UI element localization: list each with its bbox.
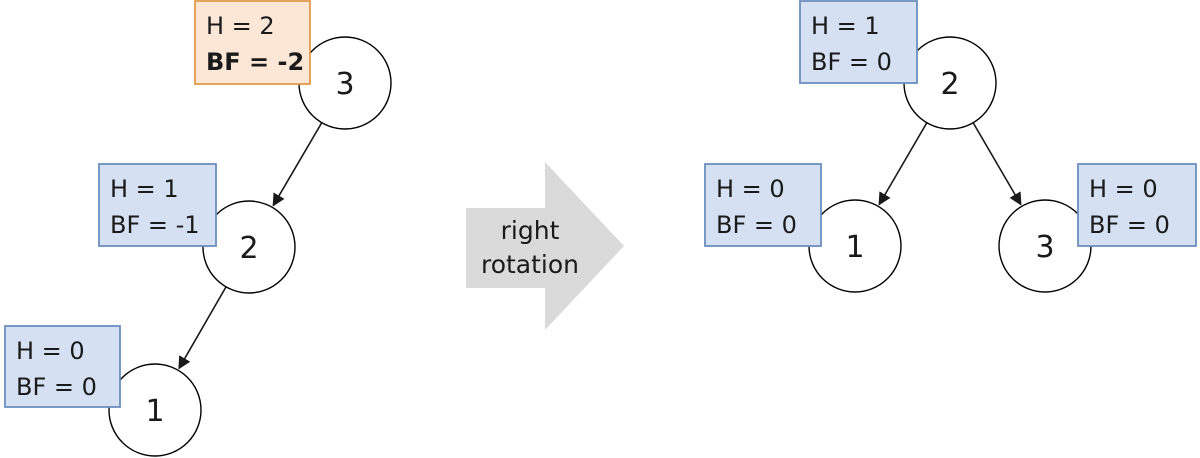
info-box-background (1077, 163, 1197, 247)
before-edge-b3-to-b2 (272, 122, 323, 207)
edges-layer (178, 122, 1022, 370)
info-box-background (194, 0, 311, 85)
right-rotation-arrow: right rotation (466, 162, 624, 330)
rotation-label-line2: rotation (481, 250, 579, 279)
before-node-3: 3 (298, 36, 392, 130)
node-value: 1 (145, 394, 164, 429)
before-node-2: 2 (202, 200, 296, 294)
before-edge-b2-to-b1 (178, 286, 227, 370)
height-label: H = 2 (206, 12, 275, 40)
balance-factor-label: BF = -1 (110, 211, 200, 239)
node-value: 1 (845, 230, 864, 265)
nodes-layer: 3 2 1 2 1 3 (108, 36, 1092, 457)
before-node-2-info-box: H = 1 BF = -1 (98, 163, 217, 247)
node-value: 2 (940, 67, 959, 102)
balance-factor-label: BF = -2 (206, 48, 304, 76)
balance-factor-label: BF = 0 (811, 48, 892, 76)
after-edge-a2-to-a1 (878, 122, 928, 206)
balance-factor-label: BF = 0 (16, 373, 97, 401)
node-circle (108, 363, 202, 457)
before-node-1-info-box: H = 0 BF = 0 (4, 325, 121, 408)
height-label: H = 1 (811, 12, 880, 40)
node-value: 3 (1035, 230, 1054, 265)
info-box-background (704, 163, 822, 247)
after-node-2-info-box: H = 1 BF = 0 (799, 0, 918, 84)
after-edge-a2-to-a3 (972, 122, 1022, 206)
rotation-label-line1: right (501, 216, 560, 245)
height-label: H = 0 (16, 337, 85, 365)
height-label: H = 0 (1089, 175, 1158, 203)
before-node-1: 1 (108, 363, 202, 457)
after-node-2: 2 (903, 36, 997, 130)
node-circle (202, 200, 296, 294)
height-label: H = 0 (716, 175, 785, 203)
info-box-background (4, 325, 121, 408)
height-label: H = 1 (110, 175, 179, 203)
after-node-3-info-box: H = 0 BF = 0 (1077, 163, 1197, 247)
info-box-background (98, 163, 217, 247)
rotation-arrow-shape (466, 162, 624, 330)
node-value: 2 (239, 231, 258, 266)
labels-layer: H = 2BF = -2H = 1BF = -1H = 0BF = 0H = 1… (4, 0, 1197, 408)
balance-factor-label: BF = 0 (716, 211, 797, 239)
node-value: 3 (335, 67, 354, 102)
after-node-1: 1 (808, 199, 902, 293)
after-node-1-info-box: H = 0 BF = 0 (704, 163, 822, 247)
balance-factor-label: BF = 0 (1089, 211, 1170, 239)
before-node-3-info-box: H = 2 BF = -2 (194, 0, 311, 85)
info-box-background (799, 0, 918, 84)
